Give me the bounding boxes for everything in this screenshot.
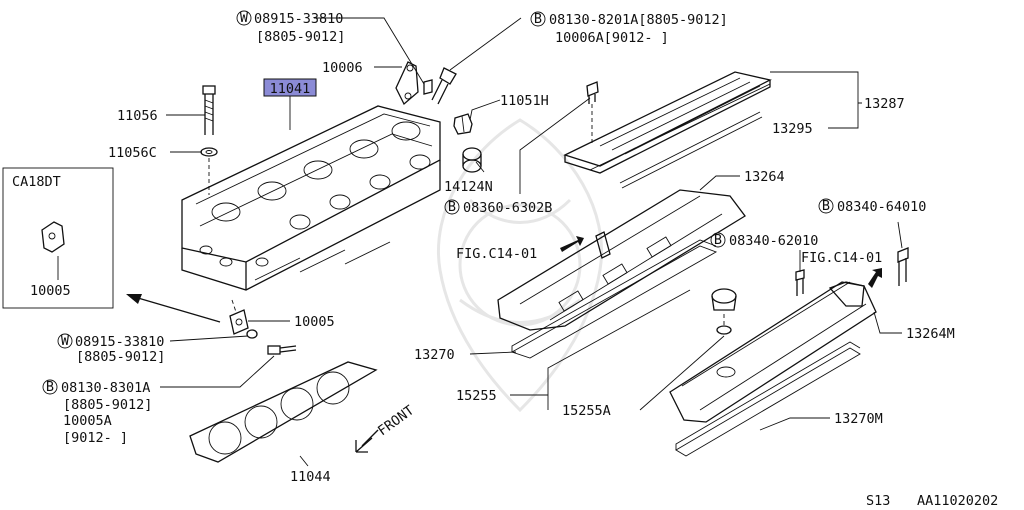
variant-box-title: CA18DT bbox=[12, 174, 61, 190]
washer-bolt-top[interactable] bbox=[423, 79, 433, 95]
callout-bolt-washer[interactable]: 11056C bbox=[108, 145, 157, 161]
svg-text:B: B bbox=[822, 198, 830, 214]
seal[interactable] bbox=[453, 113, 473, 135]
callout-washer-bolt-low[interactable]: W 08915-33810 [8805-9012] bbox=[57, 333, 165, 365]
svg-text:B: B bbox=[534, 11, 542, 27]
svg-text:B: B bbox=[448, 199, 456, 215]
front-indicator bbox=[355, 429, 379, 453]
svg-text:08340-62010: 08340-62010 bbox=[729, 233, 818, 249]
bolt-low[interactable] bbox=[267, 345, 297, 355]
callout-fig-right[interactable]: FIG.C14-01 bbox=[801, 250, 882, 266]
head-gasket[interactable] bbox=[189, 361, 378, 463]
callout-cover-plate[interactable]: 13295 bbox=[772, 121, 813, 137]
svg-text:B: B bbox=[46, 379, 54, 395]
svg-text:08340-64010: 08340-64010 bbox=[837, 199, 926, 215]
svg-text:B: B bbox=[714, 232, 722, 248]
callout-cap[interactable]: 15255 bbox=[456, 388, 497, 404]
callout-bracket-low[interactable]: 10005 bbox=[294, 314, 335, 330]
callout-gasket-cover[interactable]: 13270 bbox=[414, 347, 455, 363]
svg-text:08130-8301A: 08130-8301A bbox=[61, 380, 150, 396]
svg-text:11041: 11041 bbox=[270, 81, 311, 97]
bracket-low[interactable] bbox=[229, 309, 249, 335]
svg-text:10006A[9012- ]: 10006A[9012- ] bbox=[555, 30, 669, 46]
svg-text:[9012- ]: [9012- ] bbox=[63, 430, 128, 446]
svg-text:08130-8201A[8805-9012]: 08130-8201A[8805-9012] bbox=[549, 12, 728, 28]
callout-cap-a[interactable]: 15255A bbox=[562, 403, 611, 419]
callout-head[interactable]: 11041 bbox=[263, 78, 317, 97]
callout-bolt-cover[interactable]: B 08360-6302B bbox=[444, 199, 552, 216]
callout-fig-left[interactable]: FIG.C14-01 bbox=[456, 246, 537, 262]
washer-low[interactable] bbox=[246, 329, 258, 339]
oil-filler-cap-seal[interactable] bbox=[716, 325, 732, 335]
callout-seal[interactable]: 11051H bbox=[500, 93, 549, 109]
callout-gasket-cover-m[interactable]: 13270M bbox=[834, 411, 883, 427]
footer-ref: AA11020202 bbox=[917, 493, 998, 509]
callout-bolt-mid[interactable]: B 08340-62010 bbox=[710, 232, 818, 249]
callout-washer-bolt-top[interactable]: W 08915-33810 [8805-9012] bbox=[236, 10, 345, 45]
variant-arrow bbox=[126, 294, 221, 323]
svg-text:[8805-9012]: [8805-9012] bbox=[63, 397, 152, 413]
callout-bolt-low[interactable]: B 08130-8301A [8805-9012] 10005A [9012- … bbox=[42, 379, 152, 446]
bracket-top[interactable] bbox=[395, 61, 419, 106]
oil-filler-cap[interactable] bbox=[711, 288, 737, 311]
svg-text:W: W bbox=[61, 333, 70, 349]
plug[interactable] bbox=[462, 147, 482, 173]
head-bolt-washer[interactable] bbox=[200, 147, 218, 157]
callout-variant-box[interactable]: 10005 bbox=[30, 283, 71, 299]
bolt-right[interactable] bbox=[897, 247, 909, 286]
footer-section: S13 bbox=[866, 493, 890, 509]
svg-text:08360-6302B: 08360-6302B bbox=[463, 200, 552, 216]
callout-bracket-top[interactable]: 10006 bbox=[322, 60, 363, 76]
callout-rocker-cover[interactable]: 13264 bbox=[744, 169, 785, 185]
callout-cover-assy[interactable]: 13287 bbox=[864, 96, 905, 112]
variant-box bbox=[2, 167, 114, 309]
bolt-mid[interactable] bbox=[795, 269, 805, 296]
front-label: FRONT bbox=[375, 402, 417, 439]
rocker-cover-m[interactable] bbox=[669, 281, 877, 423]
svg-text:08915-33810: 08915-33810 bbox=[254, 11, 343, 27]
callout-plug[interactable]: 14124N bbox=[444, 179, 493, 195]
bolt-top[interactable] bbox=[431, 67, 457, 105]
callout-bolt-right[interactable]: B 08340-64010 bbox=[818, 198, 926, 215]
svg-text:[8805-9012]: [8805-9012] bbox=[256, 29, 345, 45]
callout-bolt-head[interactable]: 11056 bbox=[117, 108, 158, 124]
svg-text:10005A: 10005A bbox=[63, 413, 112, 429]
cylinder-head[interactable] bbox=[181, 105, 441, 291]
callout-head-gasket[interactable]: 11044 bbox=[290, 469, 331, 485]
cover-bolt[interactable] bbox=[586, 81, 599, 104]
callout-rocker-cover-m[interactable]: 13264M bbox=[906, 326, 955, 342]
svg-text:[8805-9012]: [8805-9012] bbox=[76, 349, 165, 365]
head-bolt[interactable] bbox=[202, 85, 216, 135]
watermark-emblem bbox=[437, 118, 603, 413]
fig-left-arrow bbox=[560, 236, 584, 252]
svg-text:08915-33810: 08915-33810 bbox=[75, 334, 164, 350]
rocker-cover-gasket[interactable] bbox=[510, 239, 718, 359]
cover-plate[interactable] bbox=[563, 71, 772, 189]
callout-bolt-top[interactable]: B 08130-8201A[8805-9012] 10006A[9012- ] bbox=[530, 11, 728, 46]
rocker-cover-gasket-m[interactable] bbox=[675, 341, 861, 457]
svg-text:W: W bbox=[240, 10, 249, 26]
fig-right-arrow bbox=[868, 268, 882, 288]
leader-lines bbox=[57, 17, 903, 467]
